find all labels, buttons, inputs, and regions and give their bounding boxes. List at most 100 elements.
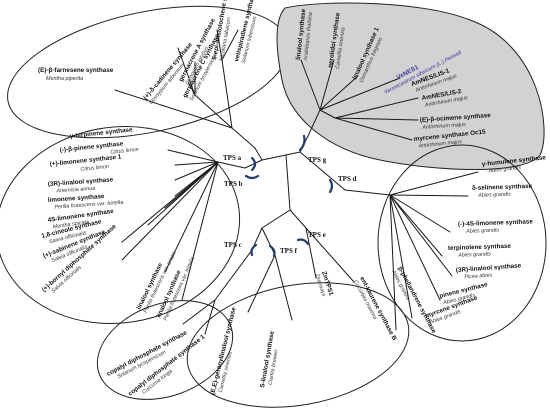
bracket-tps-d [328,178,334,194]
branch [389,194,413,319]
species-name: Citrus limon [80,164,109,173]
branch [174,161,219,181]
branch [247,254,276,313]
gene-name: (3R)-linalool synthase [456,262,522,274]
branch [289,209,307,229]
species-name: Citrus limon [110,147,139,156]
branch [389,194,441,301]
branch [389,194,397,331]
clade-tps-d-oval [377,144,547,342]
branch [319,109,336,119]
branch [389,194,451,233]
clade-f-labels: (E,E)-geranyllinalool synthase Camellia … [209,306,280,395]
leaf-d2: δ-selinene synthase Abies grandis [472,183,533,199]
branch [177,47,196,96]
branch [182,299,216,325]
branch [244,159,263,169]
clade-tps-b-oval [0,125,241,325]
branch [307,109,321,137]
species-name: Antirrhinum majus [421,122,466,131]
clade-d-labels: γ-humulene synthase Abies grandis δ-seli… [390,154,547,335]
leaf-g7: (E)-β-ocimene synthase Antirrhinum majus [420,112,492,131]
branch [389,194,453,277]
species-name: Mentha spicata [52,219,89,230]
tps-label-b: TPS b [224,180,243,188]
branch [389,194,443,257]
clade-tps-g-oval [276,2,545,170]
bracket-tps-b [244,174,260,180]
tps-label-c: TPS c [224,241,242,249]
species-name: Antirrhinum majus [417,139,462,150]
leaf-d3: (-)-4S-limonene synthase Abies grandis [458,218,534,235]
branch [319,75,359,111]
leaf-g1: linalool synthase Arabidopsis thaliana [295,8,314,62]
gene-name: terpinolene synthase [448,243,512,252]
bracket-tps-e [296,238,310,246]
branch [167,149,219,163]
species-name: Abies grandis [477,192,511,199]
branch [174,161,219,166]
branch [187,81,196,96]
tps-label-a: TPS a [223,154,242,162]
branch [319,77,401,111]
branch [204,299,216,335]
branch [334,117,413,141]
tps-label-f: TPS f [280,247,298,255]
tps-labels: TPS a TPS b TPS g TPS d TPS c TPS f TPS … [223,154,357,255]
leaf-e1: ZmTPS1 Zea mays [313,270,335,297]
branch [181,161,219,301]
branch [344,189,391,196]
leaf-d8: β-phellandrene synthase Abies grandis [390,266,438,335]
species-name: Picea abies [464,272,493,280]
tps-label-e: TPS e [308,231,326,239]
tps-label-g: TPS g [308,156,327,164]
leaf-d4: terpinolene synthase Abies grandis [448,243,512,259]
branch [300,59,321,111]
leaf-f1: (E,E)-geranyllinalool synthase Camellia … [209,306,238,395]
branch [305,227,355,283]
tps-label-d: TPS d [338,175,357,183]
branch [221,29,239,61]
branch [217,161,246,169]
species-name: Abies grandis [487,165,521,175]
clade-tps-ef-oval [186,282,410,408]
branch [319,59,335,111]
branch [254,147,263,161]
leaf-b11: linalool synthase Perilla frutescens var… [155,256,196,321]
branch [114,89,233,129]
species-name: Abies grandis [465,228,499,235]
leaf-b5: limonene synthase Perilla frutescens var… [48,193,124,211]
species-name: Artemisia annua [55,186,95,195]
branch [214,249,253,301]
leaf-b3: (+)-limonene synthase 1 Citrus limon [49,153,122,173]
branch [334,117,419,121]
branch [261,154,287,161]
gene-name: β-phellandrene synthase [396,266,437,335]
leaf-e2: ent-kaurene synthase B Cucurbita maxima [352,276,398,342]
branch [274,254,293,321]
leaf-b4: (3R)-linalool synthase Artemisia annua [48,176,114,195]
branch [194,94,233,129]
gene-name: δ-selinene synthase [472,183,533,192]
branch [164,161,219,273]
gene-name: (-)-4S-limonene synthase [458,218,534,228]
branch [231,127,256,149]
branch [221,59,233,129]
species-name: Camellia sinensis [335,27,347,70]
species-name: Mentha piperita [46,76,83,82]
leaf-a6: (E)-β-farnesene synthase Mentha piperita [38,67,114,82]
branch [389,171,479,196]
gene-name: (E)-β-farnesene synthase [38,67,114,74]
species-name: Abies grandis [457,251,491,258]
clade-c-labels: copalyl diphosphate synthase Solanum lyc… [106,329,207,397]
branch [216,29,223,61]
bracket-tps-c [250,243,258,257]
gene-name: ent-kaurene synthase B [358,276,398,342]
branch [334,97,419,119]
species-name: Arabidopsis thaliana [303,12,314,62]
gene-name: (E)-β-ocimene synthase [420,112,492,124]
branch [285,154,291,211]
branch [147,161,219,226]
